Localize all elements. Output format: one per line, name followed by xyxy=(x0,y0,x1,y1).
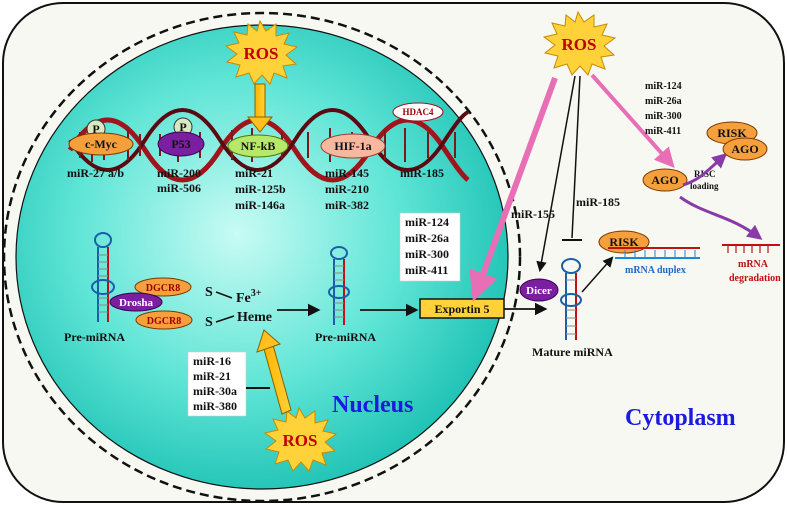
ros-label-bottom: ROS xyxy=(283,431,318,450)
hdac4-label: HDAC4 xyxy=(403,107,434,117)
risk-complex: RISK xyxy=(598,230,650,254)
ago-protein: AGO xyxy=(642,168,688,192)
mir-group-4: miR-145 miR-210 miR-382 xyxy=(325,166,372,212)
pre-mirna-label-mid: Pre-miRNA xyxy=(315,330,376,344)
drosha-enzyme: Drosha xyxy=(109,292,163,312)
heme-label: Heme xyxy=(237,310,272,325)
p53-label: P53 xyxy=(171,137,190,151)
mir-group-3: miR-21 miR-125b miR-146a xyxy=(235,166,289,212)
mir-group-2: miR-200 miR-506 xyxy=(157,166,204,195)
hdac4-factor: HDAC4 xyxy=(392,102,444,122)
hif-label: HIF-1a xyxy=(334,139,371,153)
p53-factor: P53 xyxy=(157,131,205,157)
mir-group-5: miR-185 xyxy=(400,166,444,180)
exportin-5: Exportin 5 xyxy=(419,298,505,319)
ros-burst-bottom: ROS xyxy=(263,406,338,472)
ros-label-right: ROS xyxy=(562,35,597,54)
svg-text:Drosha: Drosha xyxy=(119,297,154,309)
hif-factor: HIF-1a xyxy=(320,133,386,159)
ros-arrow-top xyxy=(246,83,274,133)
svg-text:DGCR8: DGCR8 xyxy=(147,316,181,327)
ros-label-top: ROS xyxy=(244,44,279,63)
dicer-enzyme: Dicer xyxy=(519,278,559,302)
mir155-label: miR-155 xyxy=(511,207,555,221)
svg-text:DGCR8: DGCR8 xyxy=(146,283,180,294)
cytoplasm-label: Cytoplasm xyxy=(625,405,736,431)
ros-burst-right: ROS xyxy=(542,10,617,76)
dgcr8-bottom: DGCR8 xyxy=(135,310,193,330)
mrna-duplex xyxy=(608,247,700,259)
pre-mirna-hairpin-left xyxy=(91,232,115,322)
mrna-duplex-label: mRNA duplex xyxy=(625,265,686,276)
svg-text:Exportin 5: Exportin 5 xyxy=(434,302,489,316)
svg-text:RISK: RISK xyxy=(609,235,639,249)
mir-group-1: miR-27 a/b xyxy=(67,166,124,180)
nucleus-label: Nucleus xyxy=(332,392,413,418)
mir-list-cytoplasm: miR-124 miR-26a miR-300 miR-411 xyxy=(645,81,684,137)
sulfur-top: S xyxy=(205,285,213,300)
ros-burst-top: ROS xyxy=(224,19,299,85)
sulfur-bottom: S xyxy=(205,315,213,330)
risk-ago-complex: RISK AGO xyxy=(706,121,768,161)
ros-arrow-bottom xyxy=(256,329,292,415)
pre-mirna-hairpin-mid xyxy=(328,246,350,325)
mrna-degradation-label: mRNA degradation xyxy=(729,259,781,284)
p-label-cmyc: P xyxy=(92,122,99,136)
svg-text:AGO: AGO xyxy=(731,142,758,156)
svg-text:miR-124 miR-26a mi: miR-124 miR-26a miR-300 miR-411 xyxy=(405,215,452,277)
mature-mirna-label: Mature miRNA xyxy=(532,345,613,359)
mir185-cyto-label: miR-185 xyxy=(576,195,620,209)
cmyc-label: c-Myc xyxy=(85,137,118,151)
nfkb-factor: NF-kB xyxy=(227,134,289,158)
mir-box-bottom: miR-16 miR-21 miR-30a miR-380 xyxy=(187,351,270,417)
pre-mirna-label-left: Pre-miRNA xyxy=(64,330,125,344)
iron-label: Fe3+ xyxy=(236,288,262,306)
svg-text:AGO: AGO xyxy=(651,173,678,187)
svg-text:Dicer: Dicer xyxy=(526,285,552,297)
p-label-p53: P xyxy=(179,120,186,134)
dgcr8-top: DGCR8 xyxy=(134,277,192,297)
svg-text:RISK: RISK xyxy=(717,126,747,140)
mir-box-nucleus: miR-124 miR-26a miR-300 miR-411 xyxy=(399,212,461,282)
cmyc-factor: c-Myc xyxy=(68,132,134,156)
nfkb-label: NF-kB xyxy=(241,139,276,153)
mature-mirna-hairpin xyxy=(560,258,582,340)
svg-text:miR-16 miR-21 miR-: miR-16 miR-21 miR-30a miR-380 xyxy=(193,354,240,413)
mrna-fragments xyxy=(722,244,780,253)
